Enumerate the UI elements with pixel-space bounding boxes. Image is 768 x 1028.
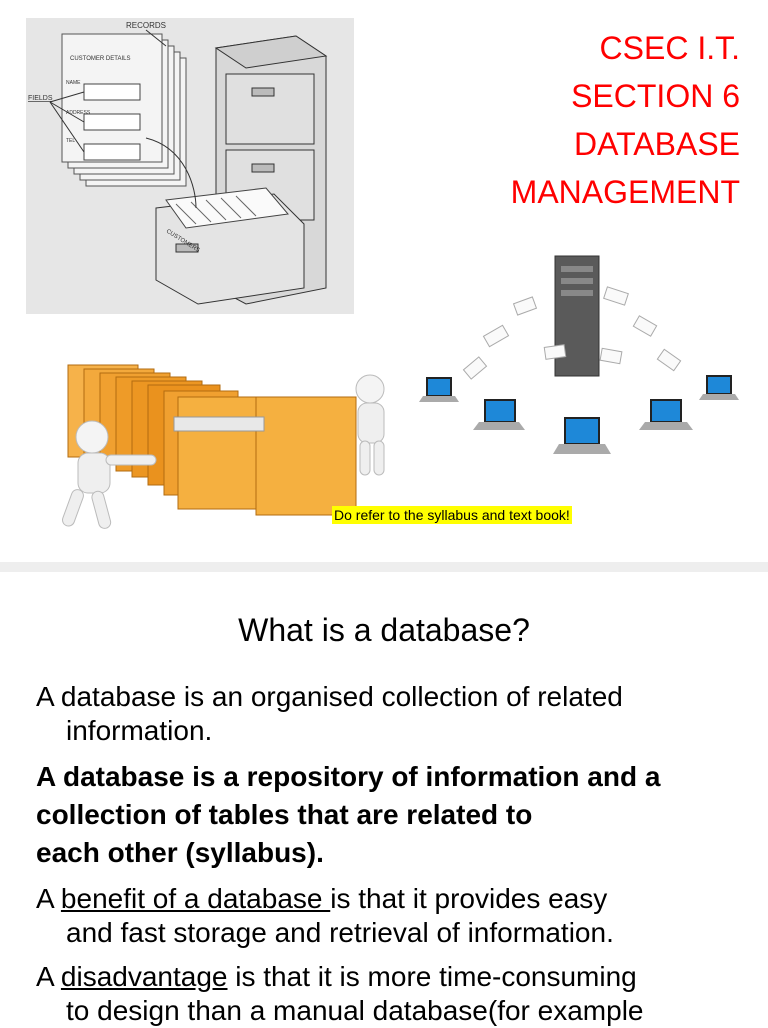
label-fields: FIELDS — [28, 95, 53, 102]
disadvantage-rest: is that it is more time-consuming — [227, 961, 637, 992]
benefit-line-2: and fast storage and retrieval of inform… — [66, 917, 614, 948]
server-network-illustration — [419, 255, 739, 454]
slide-1: RECORDS CUSTOMER DETAILS FIELDS NAME ADD… — [26, 18, 740, 529]
slide-title: CSEC I.T. SECTION 6 DATABASE MANAGEMENT — [440, 24, 740, 216]
benefit-prefix: A — [36, 883, 61, 914]
benefit-term: benefit of a database — [60, 883, 331, 914]
label-name: NAME — [66, 80, 81, 86]
definition-line-2: information. — [66, 715, 213, 746]
title-line-3: DATABASE — [574, 126, 740, 162]
syllabus-note: Do refer to the syllabus and text book! — [332, 506, 572, 524]
disadvantage-paragraph: A disadvantage is that it is more time-c… — [36, 960, 751, 1028]
title-line-4: MANAGEMENT — [510, 174, 740, 210]
benefit-paragraph: A benefit of a database is that it provi… — [36, 882, 751, 950]
folders-illustration — [62, 364, 385, 529]
title-line-2: SECTION 6 — [571, 78, 740, 114]
label-address: ADDRESS — [66, 110, 91, 116]
definition-line-1: A database is an organised collection of… — [36, 681, 623, 712]
filing-cabinet-illustration: RECORDS CUSTOMER DETAILS FIELDS NAME ADD… — [26, 18, 354, 314]
disadvantage-term: disadvantage — [60, 961, 228, 992]
benefit-rest: is that it provides easy — [330, 883, 608, 914]
label-tel: TEL — [66, 138, 75, 144]
syllabus-definition: A database is a repository of informatio… — [36, 758, 751, 872]
label-records: RECORDS — [126, 21, 166, 30]
syllabus-line-3: each other (syllabus). — [36, 837, 324, 868]
slide-2-title: What is a database? — [238, 612, 530, 648]
definition-paragraph: A database is an organised collection of… — [36, 680, 751, 748]
title-line-1: CSEC I.T. — [599, 30, 740, 66]
disadvantage-line-2: to design than a manual database(for exa… — [66, 995, 644, 1026]
disadvantage-prefix: A — [36, 961, 61, 992]
label-customer-details: CUSTOMER DETAILS — [70, 56, 130, 62]
slide-2: What is a database? A database is an org… — [0, 574, 768, 1026]
syllabus-line-1: A database is a repository of informatio… — [36, 761, 661, 792]
slide-divider — [0, 562, 768, 572]
syllabus-line-2: collection of tables that are related to — [36, 799, 533, 830]
